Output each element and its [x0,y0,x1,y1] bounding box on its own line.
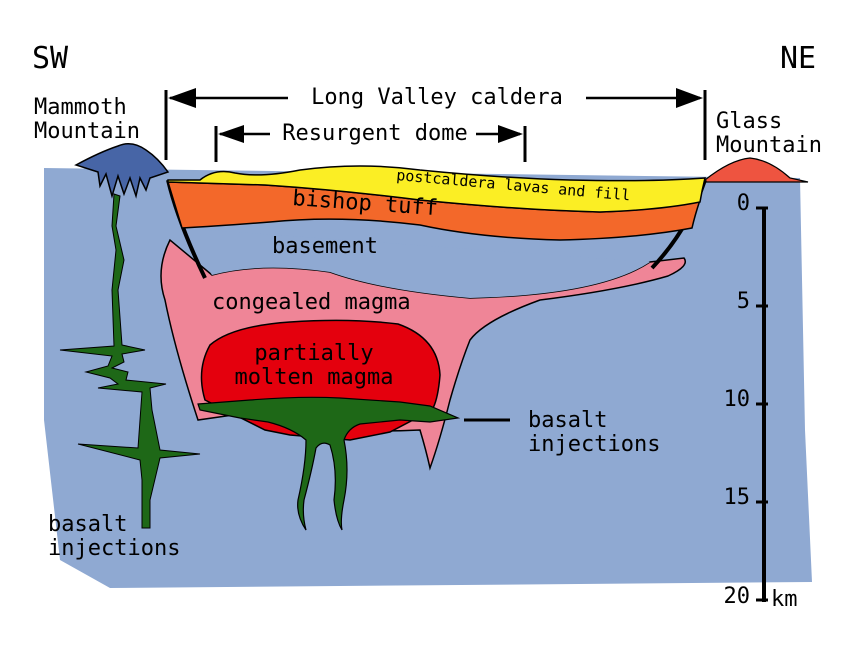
depth-label-20: 20 [724,584,751,609]
glass-mountain [704,157,809,183]
depth-unit: km [771,587,798,612]
glass-label-2: Mountain [716,133,822,158]
basalt-right-label-1: basalt [528,408,607,433]
postcaldera-layer [167,165,706,213]
glass-label-1: Glass [716,109,782,134]
congealed-label: congealed magma [212,290,411,315]
basalt-right-label-2: injections [528,432,660,457]
mammoth-mountain [74,143,170,199]
dome-label: Resurgent dome [282,121,467,146]
depth-label-5: 5 [737,289,750,314]
ne-label: NE [780,41,816,76]
basalt-injection-left [59,193,201,529]
depth-label-10: 10 [724,387,751,412]
depth-label-15: 15 [724,485,751,510]
caldera-span: Long Valley caldera [164,85,707,160]
mammoth-label-2: Mountain [34,119,140,144]
caldera-label: Long Valley caldera [311,85,563,110]
basalt-left-label-1: basalt [48,512,127,537]
partial-label-2: molten magma [235,365,394,390]
sw-label: SW [32,41,69,76]
depth-scale: 0 5 10 15 20 km [724,191,798,612]
depth-label-0: 0 [737,191,750,216]
basement [180,228,650,298]
partial-label-1: partially [254,341,373,366]
basalt-left-label-2: injections [48,536,180,561]
basalt-injection-central [197,396,461,531]
mammoth-label-1: Mammoth [34,95,127,120]
dome-span: Resurgent dome [214,121,527,162]
basement-label: basement [272,234,378,259]
